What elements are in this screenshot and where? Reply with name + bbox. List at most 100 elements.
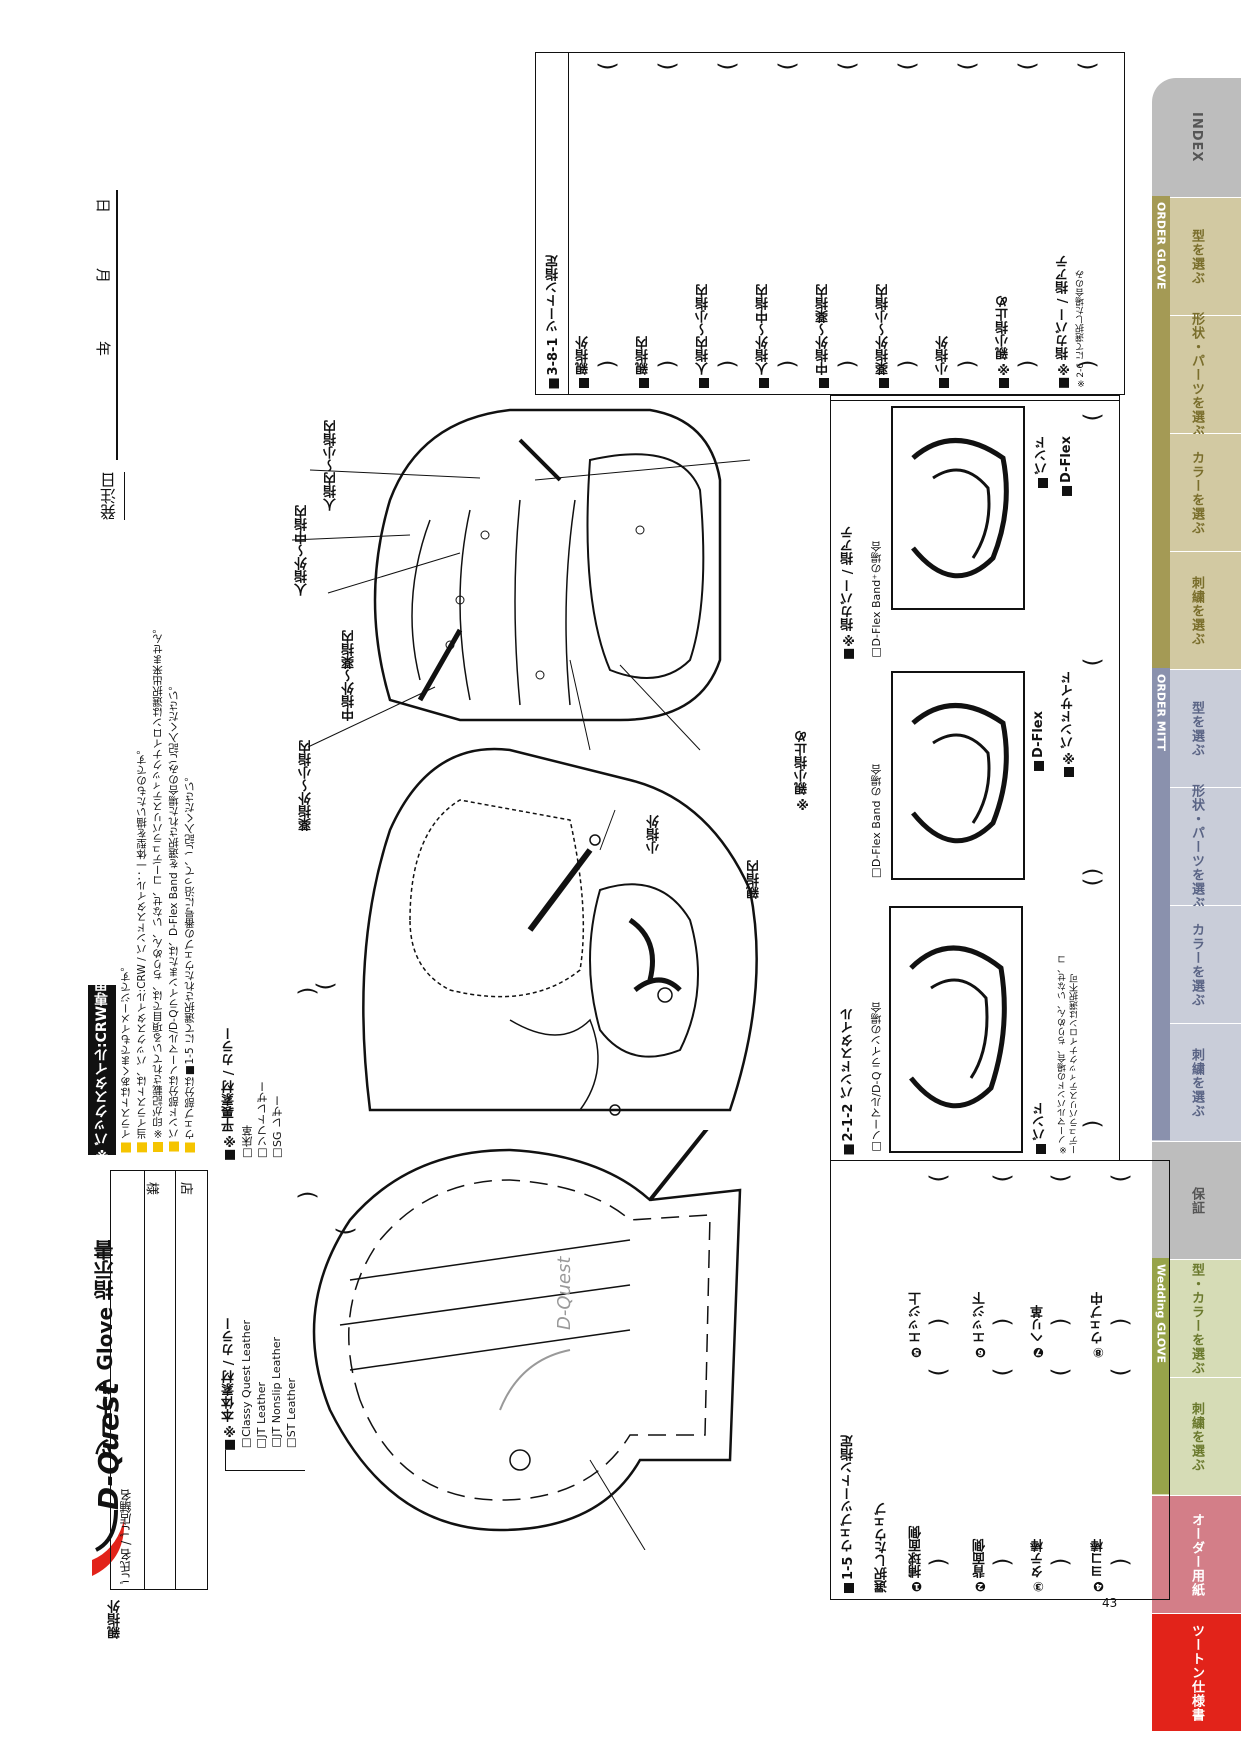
web-item: ③タテ棒 (1031, 1539, 1046, 1593)
month-label: 月 (94, 267, 113, 284)
finger-cover-option[interactable]: □D-Flex Band⁺の場合 (870, 540, 883, 659)
label-koyubi-soto: 小指外 (647, 815, 662, 854)
sidebar-tab-label: 保証 (1189, 1186, 1204, 1215)
sidebar-tab-label: カラーを選ぶ (1189, 922, 1204, 1007)
material-option[interactable]: □Classy Quest Leather (240, 1320, 253, 1450)
note-line: 当イラストは、バックスタイル:CRW / バンドスタイル：一体型を描いたものです… (134, 744, 149, 1152)
glove-back-illustration: D-Quest (312, 1130, 742, 1550)
sidebar-tab-label: 形状・パーツを選ぶ (1189, 311, 1204, 438)
web-item: ❷背面側 (973, 1539, 988, 1593)
web-twotone-box[interactable]: 1-5 ウェブツートン指定 選択したウェブ ❶捕球面側()❷背面側()③タテ棒(… (830, 1160, 1170, 1600)
sidebar-tab-label: カラーを選ぶ (1189, 450, 1204, 535)
warning-icon (137, 1142, 147, 1152)
note-line: バンド部分はノーマル/D-Qラインまたは、D-Flex Band を選択された場… (166, 680, 181, 1152)
sidebar-group-label: ORDER MITT (1154, 674, 1168, 752)
year-label: 年 (94, 340, 113, 357)
twotone-box[interactable]: 3-8-1 ツートン指定 親指外()親指内()人指内〜小指内()人指外〜中指内(… (535, 52, 1125, 395)
d-logo-icon (911, 703, 1009, 844)
label-oyayubi-soto: 親指外 (108, 1600, 123, 1639)
band-flex-option[interactable]: □D-Flex Band の場合 (870, 763, 883, 880)
band-normal-label: バンド (1031, 1102, 1050, 1154)
checkbox-icon[interactable]: □ (241, 1147, 254, 1160)
flat-material-title: ※平裏素材 / カラー (220, 1027, 239, 1160)
checkbox-icon[interactable]: □ (256, 1147, 269, 1160)
sidebar-tab-label: オーダー用紙 (1189, 1512, 1204, 1597)
day-label: 日 (94, 197, 113, 214)
twotone-item: 中指外〜薬指内 (814, 284, 833, 388)
label-hito-naka: 人指外〜中指内 (295, 505, 310, 596)
d-logo-icon (911, 438, 1009, 579)
warning-icon (169, 1142, 179, 1152)
warning-icon (153, 1142, 163, 1152)
sidebar-tab-9[interactable]: 保証 (1152, 1142, 1241, 1260)
brand-logo (86, 1480, 130, 1578)
sidebar-tab-label: 刺繍を選ぶ (1189, 575, 1204, 646)
order-date[interactable]: 発注日 年 月 日 (90, 190, 130, 520)
band-flex-image (891, 671, 1025, 880)
label-hito-koyubi: 人指内〜小指内 (324, 420, 339, 511)
sidebar-tab-label: 刺繍を選ぶ (1189, 1401, 1204, 1472)
band-flex-dflex: D-Flex (1031, 711, 1046, 771)
finger-cover-image (891, 406, 1025, 610)
twotone-item: 薬指外〜小指内 (874, 284, 893, 388)
label-kusuri-koyubi: 薬指外〜小指内 (299, 740, 314, 831)
body-material-title: ※本体素材 / カラー (220, 1317, 239, 1450)
finger-cover-band: バンド (1033, 436, 1052, 488)
sidebar-tab-label: INDEX (1189, 112, 1204, 163)
twotone-note: ※2-6 にて選択した場合のみ (1076, 270, 1086, 388)
material-option[interactable]: □床革 (241, 1125, 254, 1160)
twotone-item: ※指カバー / 指アテ (1054, 255, 1073, 388)
sidebar-tab-12[interactable]: オーダー用紙 (1152, 1496, 1241, 1614)
finger-cover-dflex: D-Flex (1059, 436, 1074, 496)
glove-side-illustration (373, 408, 722, 722)
twotone-item: 人指内〜小指内 (694, 284, 713, 388)
web-item: ❻エッジ下 (973, 1292, 988, 1359)
d-logo-icon (909, 945, 1007, 1109)
band-normal-note: ※ノーマルバンドの場合、ちりめん、いなせ、コーデュラバリスティックナイロンは選択… (1058, 955, 1080, 1154)
notes: イラストはあくまでもイメージです。当イラストは、バックスタイル:CRW / バン… (118, 623, 210, 1152)
material-option[interactable]: □ソフトレザー (256, 1081, 269, 1160)
sidebar-group-1: ORDER MITT (1152, 668, 1170, 1140)
svg-text:D-Quest: D-Quest (554, 1256, 575, 1330)
twotone-item: ※親小指止め (994, 295, 1013, 388)
checkbox-icon[interactable]: □ (255, 1437, 268, 1450)
note-line: ウェブ部分は■1-5 にて選択されたウェブの番号に沿って、ご記入ください。 (182, 771, 197, 1152)
label-oya-kotome: ※親小指止め (795, 730, 810, 810)
sidebar-tab-label: 型・カラーを選ぶ (1189, 1262, 1204, 1375)
ten-label: 店 (178, 1181, 194, 1196)
name-box[interactable]: ご氏名 / ご店舗名 様 店 (110, 1170, 208, 1590)
glove-front-illustration (362, 747, 758, 1116)
web-item: ❹ヨコ棒 (1091, 1539, 1106, 1593)
sidebar-group-2: Wedding GLOVE (1152, 1258, 1170, 1494)
band-side-label: ※バンドサイド (1059, 671, 1078, 777)
material-option[interactable]: □JT Leather (255, 1381, 268, 1450)
band-style-title: 2-1-2 バンドスタイル (839, 1008, 858, 1154)
label-naka-kusuri: 中指外〜薬指内 (342, 630, 357, 721)
finger-cover-box[interactable]: ※指カバー / 指アテ □D-Flex Band⁺の場合 バンド D-Flex … (830, 395, 1120, 665)
warning-icon (185, 1142, 195, 1152)
band-style-box[interactable]: 2-1-2 バンドスタイル □ノーマル/D-Q ラインの場合 バンド ※ノーマル… (830, 400, 1120, 1160)
sidebar-tab-label: 刺繍を選ぶ (1189, 1047, 1204, 1118)
flat-material: ※平裏素材 / カラー ( □床革□ソフトレザー□SG レザー (220, 940, 320, 1160)
brand-swoosh-icon (92, 1509, 125, 1576)
twotone-item: 親指外 (574, 336, 593, 388)
label-oyayubi-uchi: 親指内 (747, 860, 762, 899)
sidebar-tab-label: 形状・パーツを選ぶ (1189, 783, 1204, 910)
twotone-item: 小指外 (934, 336, 953, 388)
checkbox-icon[interactable]: □ (240, 1437, 253, 1450)
twotone-item: 人指外〜中指内 (754, 284, 773, 388)
finger-cover-title: ※指カバー / 指アテ (839, 526, 858, 659)
web-item: ❼ヘリ革 (1031, 1305, 1046, 1359)
sidebar-group-label: Wedding GLOVE (1154, 1264, 1168, 1363)
name-label: ご氏名 / ご店舗名 (119, 1489, 133, 1585)
leader-lines (291, 459, 751, 851)
sidebar-tab-13[interactable]: ツートン仕様書 (1152, 1614, 1241, 1732)
order-date-label: 発注日 (98, 472, 125, 520)
sidebar-tab-label: ツートン仕様書 (1189, 1623, 1204, 1722)
sidebar-tab-0[interactable]: INDEX (1152, 78, 1241, 198)
band-normal-option[interactable]: □ノーマル/D-Q ラインの場合 (870, 1002, 883, 1154)
web-item: ⑧ウェブ中 (1091, 1292, 1106, 1359)
web-twotone-title: 1-5 ウェブツートン指定 (839, 1435, 858, 1593)
sidebar-tab-label: 型を選ぶ (1189, 228, 1204, 285)
note-line: ※印が記載されている項目では、ちりめん、いなせ、コーデュラバリスティックナイロン… (150, 623, 165, 1152)
